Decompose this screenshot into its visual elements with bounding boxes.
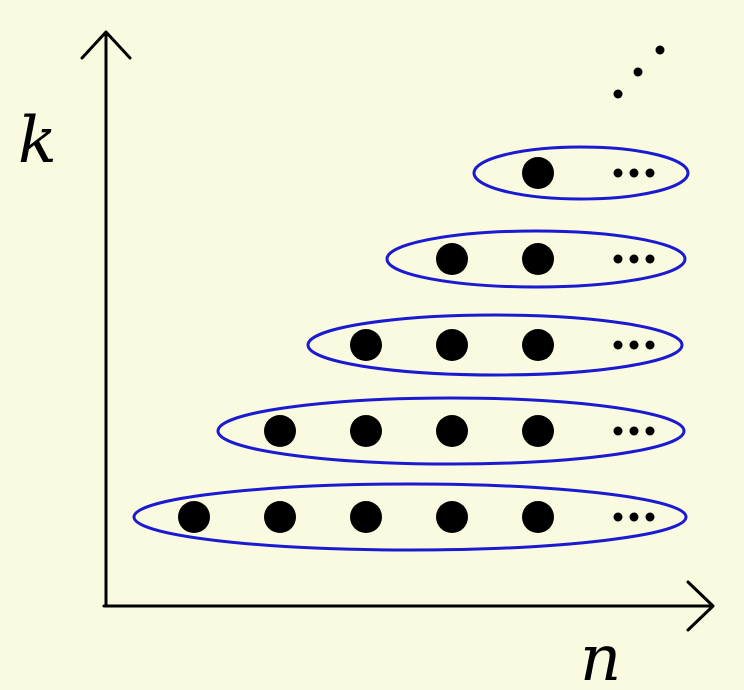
row-continuation-ellipsis [613,168,655,178]
row-ellipse [472,145,690,201]
row-group-k1 [132,482,688,552]
lattice-dot [264,501,296,533]
ellipsis-dot [629,426,639,436]
lattice-dot [522,329,554,361]
horizontal-axis-label: n [580,622,621,690]
ellipsis-dot [613,89,623,99]
ellipsis-dot [645,512,655,522]
row-group-k5 [472,145,690,201]
vertical-axis-arrowhead [80,30,132,60]
ellipsis-dot [629,254,639,264]
ellipsis-dot [645,340,655,350]
lattice-dot [522,501,554,533]
row-groups [132,145,690,552]
lattice-dot [522,415,554,447]
ellipsis-dot [613,512,623,522]
ellipsis-dot [633,67,643,77]
ellipsis-dot [629,340,639,350]
horizontal-axis-arrowhead [686,580,715,632]
ellipsis-dot [613,168,623,178]
ellipsis-dot [645,168,655,178]
row-group-k3 [306,313,684,377]
ellipsis-dot [629,168,639,178]
vertical-axis-label: k [18,104,57,178]
lattice-dot [264,415,296,447]
lattice-dot [436,501,468,533]
row-ellipse [216,396,686,466]
row-ellipse [132,482,688,552]
lattice-dot [436,329,468,361]
row-ellipse [385,229,687,289]
ellipsis-dot [613,340,623,350]
ellipsis-dot [655,45,665,55]
row-group-k4 [385,229,687,289]
row-continuation-ellipsis [613,340,655,350]
ellipsis-dot [613,254,623,264]
lattice-dot [522,243,554,275]
ellipsis-dot [645,426,655,436]
row-ellipse [306,313,684,377]
ellipsis-dot [645,254,655,264]
lattice-dot [436,243,468,275]
row-group-k2 [216,396,686,466]
upward-continuation-ellipsis [613,45,665,99]
row-continuation-ellipsis [613,512,655,522]
lattice-dot [178,501,210,533]
row-continuation-ellipsis [613,426,655,436]
lattice-dot [436,415,468,447]
lattice-dot [350,415,382,447]
lattice-dot [350,501,382,533]
row-continuation-ellipsis [613,254,655,264]
axes [80,30,715,632]
lattice-dot [522,157,554,189]
ellipsis-dot [629,512,639,522]
lattice-dot [350,329,382,361]
ellipsis-dot [613,426,623,436]
